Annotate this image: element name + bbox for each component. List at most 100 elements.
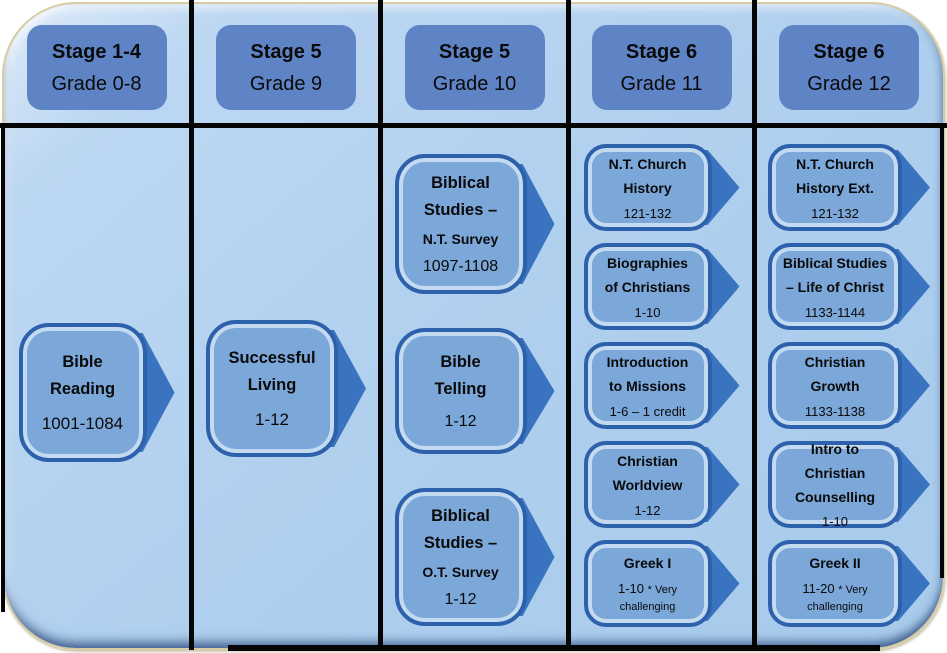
course-code-line: 1-10 [634,304,660,322]
course-subtitle: N.T. Survey [422,231,499,248]
grid-vline-3 [566,0,571,650]
course-title: Biographies of Christians [605,252,691,300]
course-title-line: to Missions [608,377,686,394]
course-title-line: History Ext. [796,179,874,196]
course-title: Greek II [809,552,860,576]
course-code-line: 1-10 * Very challenging [595,580,701,616]
course-title-line: Biblical [431,174,490,193]
stage-header: Stage 6 Grade 11 [591,25,732,110]
course-card: Biblical Studies– Life of Christ 1133-114… [768,243,930,330]
course-box: Biblical Studies– Life of Christ 1133-114… [768,243,902,330]
course-code: 1-12 [444,413,477,431]
course-title-line: Introduction [606,353,689,370]
course-code: 1-12 [444,591,477,609]
course-title-line: History [623,179,672,196]
course-code: 1-10 [617,580,645,596]
grid-hline-bottom [228,645,880,651]
course-box: Introduction to Missions 1-6 – 1 credit [583,342,712,429]
course-code-line: 1-12 [634,502,660,520]
course-code-line: 1097-1108 [423,256,498,278]
course-title-line: Telling [434,379,487,398]
course-code-line: 1-12 [444,589,476,611]
course-code: 1-12 [634,502,661,518]
stage-label: Stage 1-4 [52,40,141,63]
course-title-line: Christian [804,353,866,370]
course-box: Biographies of Christians 1-10 [583,243,712,330]
course-title-line: Reading [49,380,116,399]
course-box: Greek II 11-20 * Very challenging [768,540,902,627]
course-title-line: Successful [228,348,316,367]
course-title: Biblical Studies– Life of Christ [783,252,887,300]
course-code: 1-6 – 1 credit [609,403,686,419]
course-title-line: Biographies [607,254,688,271]
course-code-line: 1-10 [822,513,848,531]
course-title-line: Studies – [423,533,498,552]
course-title-line: Biblical [431,507,490,526]
course-title-line: Intro to Christian [804,441,866,481]
course-title-line: Living [247,376,297,395]
course-code-line: 1133-1138 [805,403,865,421]
stage-label: Stage 6 [625,40,698,63]
course-title-line: Bible [440,353,481,372]
course-title-line: of Christians [604,278,691,295]
course-code: 1-10 [821,514,849,530]
course-code: 1133-1144 [804,304,866,320]
course-code-line: 1-12 [444,411,476,433]
course-note: * Very challenging [807,583,868,614]
course-code: 1-10 [634,304,661,320]
course-code: 1-12 [254,410,290,430]
course-title-line: Greek I [623,554,672,571]
grid-vline-left-edge [1,126,5,612]
course-code-line: 1001-1084 [42,413,123,436]
grade-label: Grade 11 [620,72,703,95]
grid-vline-4 [752,0,757,650]
course-code: 1001-1084 [41,414,124,434]
grid-vline-2 [378,0,383,650]
course-title: Greek I [624,552,671,576]
grade-label: Grade 9 [249,72,323,95]
course-code-line: 1133-1144 [805,304,865,322]
course-note: * Very challenging [619,583,677,614]
stage-label: Stage 5 [438,40,511,63]
course-code-line: 121-132 [811,205,859,223]
course-code-line: 11-20 * Very challenging [779,580,891,616]
course-title-line: N.T. Church [608,155,687,172]
course-card: Greek II 11-20 * Very challenging [768,540,930,627]
course-title-line: N.T. Church [796,155,874,172]
course-card: Introduction to Missions 1-6 – 1 credit [583,342,740,429]
course-title-line: Counselling [794,488,876,505]
